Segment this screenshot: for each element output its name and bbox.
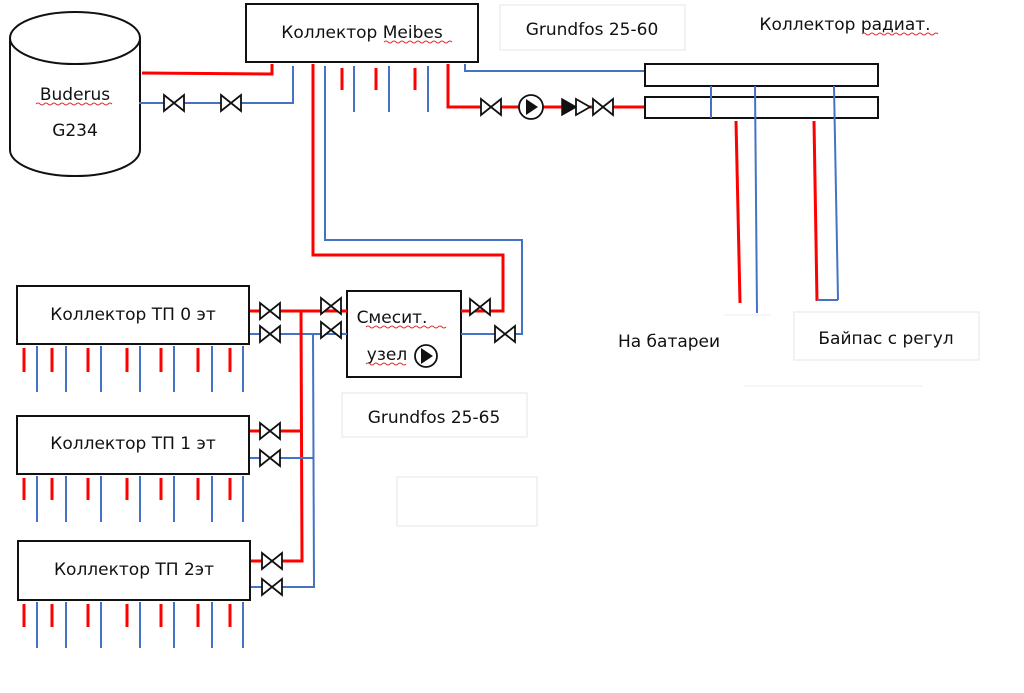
valve-icon (259, 301, 281, 321)
mixing-unit: Смесит. узел (346, 290, 462, 378)
bypass-label: Байпас с регул (818, 329, 953, 349)
mix-supply-pipe (311, 64, 505, 313)
mixing-unit-label-1: Смесит. (357, 308, 428, 328)
valve-icon (469, 297, 491, 317)
floor-manifold-0-label: Коллектор ТП 0 эт (50, 305, 216, 325)
floor-manifold-1-label: Коллектор ТП 1 эт (50, 434, 216, 454)
boiler-supply-pipe (141, 64, 274, 76)
boiler-return-pipe (139, 66, 294, 104)
radiator-manifold-label: Коллектор радиат. (759, 15, 930, 35)
main-manifold: Коллектор Meibes (245, 3, 479, 63)
boiler: Buderus G234 (9, 11, 141, 177)
valves (163, 93, 614, 597)
boiler-label-model: G234 (52, 121, 98, 141)
pump-top-label-box: Grundfos 25-60 (499, 4, 686, 51)
radiator-drops (710, 85, 922, 387)
valve-icon (259, 421, 281, 441)
valve-icon (320, 296, 342, 316)
floor-manifold-2-label: Коллектор ТП 2эт (54, 560, 214, 580)
mixing-unit-label-2: узел (367, 345, 407, 365)
main-manifold-label: Коллектор Meibes (281, 23, 443, 43)
valve-icon (261, 551, 283, 571)
floor-manifold-1: Коллектор ТП 1 эт (16, 415, 250, 475)
check-valve-icon (561, 97, 592, 117)
radiator-supply-bar (644, 96, 879, 119)
floor-loop-stubs (22, 346, 244, 648)
valve-icon (220, 93, 242, 113)
floor-manifold-2: Коллектор ТП 2эт (17, 540, 251, 601)
valve-icon (259, 448, 281, 468)
main-manifold-stubs (340, 66, 429, 112)
to-radiators-label: На батареи (618, 332, 720, 352)
pump-mix-label: Grundfos 25-65 (368, 408, 501, 428)
radiator-return-bar (644, 63, 879, 87)
boiler-label-brand: Buderus (40, 85, 110, 105)
pump-icon (414, 344, 438, 368)
mix-return-pipe (324, 66, 523, 335)
radiator-manifold: Коллектор радиат. (644, 15, 939, 119)
valve-icon (261, 577, 283, 597)
valve-icon (163, 93, 185, 113)
pump-mix-label-box: Grundfos 25-65 (341, 392, 528, 438)
empty-text-box (396, 476, 538, 527)
valve-icon (259, 324, 281, 344)
pump-top-label: Grundfos 25-60 (526, 20, 659, 40)
valve-icon (494, 324, 516, 344)
radiator-return-pipe (464, 64, 645, 72)
bypass-label-box: Байпас с регул (793, 311, 980, 361)
valve-icon (480, 97, 502, 117)
floor-manifold-0: Коллектор ТП 0 эт (16, 285, 250, 345)
valve-icon (592, 97, 614, 117)
valve-icon (320, 320, 342, 340)
pump-top-icon (518, 94, 544, 120)
